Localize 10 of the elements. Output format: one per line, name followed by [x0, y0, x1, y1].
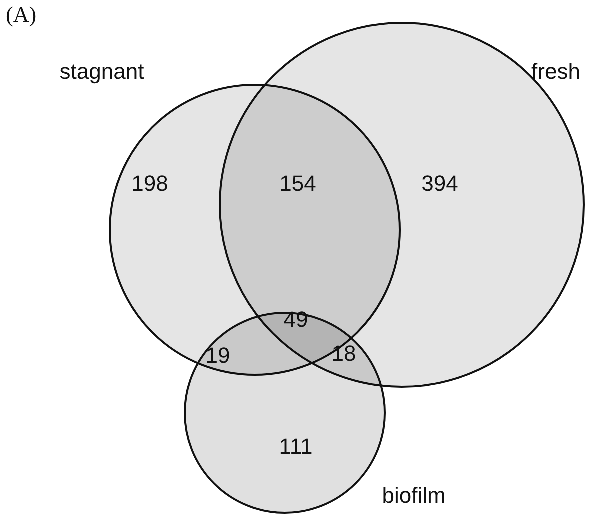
- count-label: 111: [279, 434, 313, 460]
- count-label: 154: [280, 171, 316, 197]
- count-label: 19: [206, 343, 230, 369]
- set-label: stagnant: [60, 59, 144, 85]
- set-label: fresh: [532, 59, 580, 85]
- figure-panel-label: (A): [6, 2, 37, 28]
- count-label: 18: [332, 341, 356, 367]
- set-label: biofilm: [382, 483, 446, 509]
- count-label: 394: [422, 171, 458, 197]
- count-label: 198: [132, 171, 168, 197]
